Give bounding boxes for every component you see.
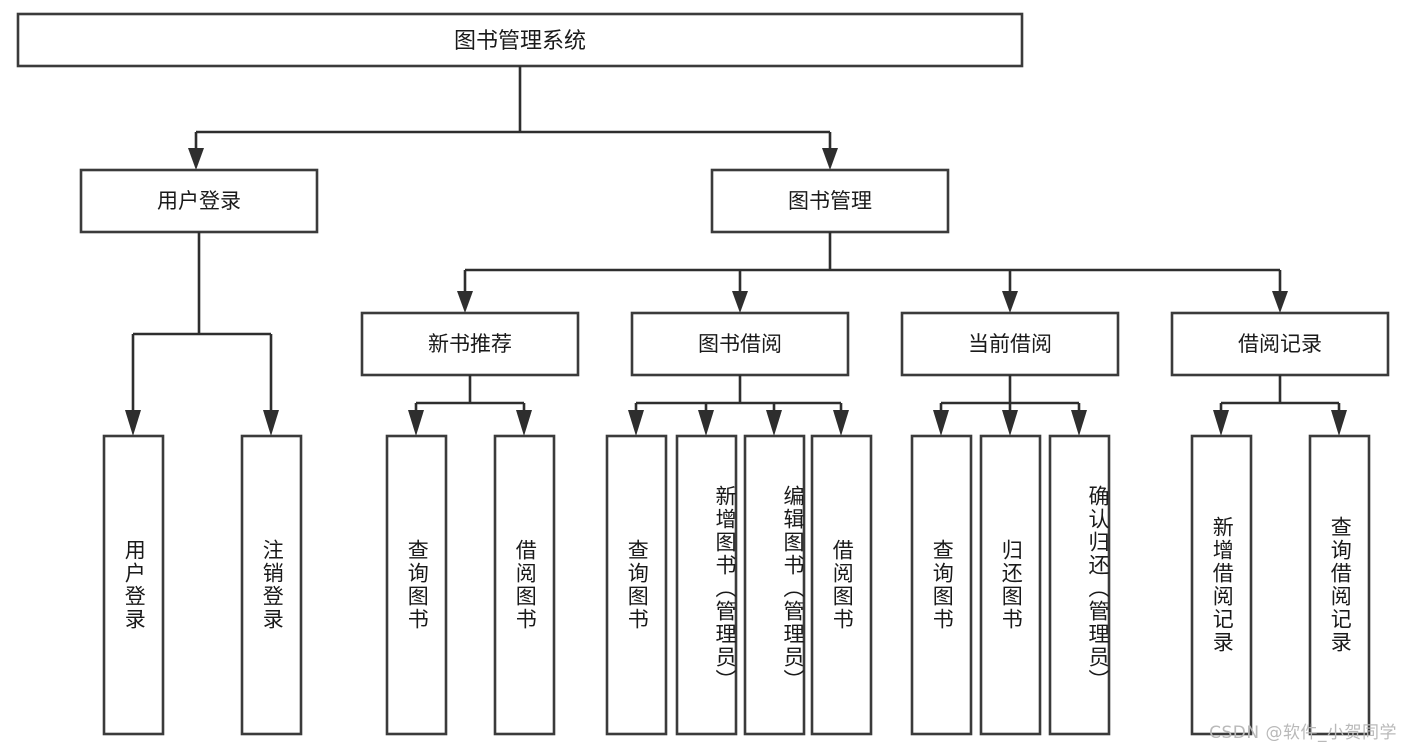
node-book-borrow-label: 图书借阅: [698, 332, 782, 356]
leaf-box-bb-query[interactable]: [605, 434, 668, 736]
node-current-borrow-label: 当前借阅: [968, 332, 1052, 356]
leaf-box-logout[interactable]: [240, 434, 303, 736]
arrowhead-rc1: [1213, 410, 1229, 436]
arrowhead-nb1: [408, 410, 424, 436]
arrowhead-user-login: [188, 148, 204, 170]
leaf-box-cb-confirm[interactable]: [1048, 434, 1111, 736]
arrowhead-cb2: [1002, 410, 1018, 436]
arrowhead-bb4: [833, 410, 849, 436]
arrowhead-leaf-logout: [263, 410, 279, 436]
arrowhead-cb1: [933, 410, 949, 436]
node-book-manage[interactable]: 图书管理: [710, 168, 950, 234]
node-current-borrow-box[interactable]: [900, 311, 1120, 377]
arrowhead-borrow: [732, 291, 748, 313]
arrowhead-current: [1002, 291, 1018, 313]
arrowhead-rc2: [1331, 410, 1347, 436]
node-book-borrow-box[interactable]: [630, 311, 850, 377]
node-book-borrow[interactable]: 图书借阅: [630, 311, 850, 377]
node-new-book-rec[interactable]: 新书推荐: [360, 311, 580, 377]
node-book-manage-box[interactable]: [710, 168, 950, 234]
leaf-box-bb-borrow[interactable]: [810, 434, 873, 736]
node-root[interactable]: 图书管理系统: [16, 12, 1024, 68]
node-current-borrow[interactable]: 当前借阅: [900, 311, 1120, 377]
arrowhead-record: [1272, 291, 1288, 313]
leaf-box-bb-edit[interactable]: [743, 434, 806, 736]
arrowhead-leaf-user-login: [125, 410, 141, 436]
arrowhead-bb3: [766, 410, 782, 436]
leaf-box-cb-return[interactable]: [979, 434, 1042, 736]
arrowhead-book-manage: [822, 148, 838, 170]
node-borrow-record-label: 借阅记录: [1238, 332, 1322, 356]
node-root-box[interactable]: [16, 12, 1024, 68]
arrowhead-newbook: [457, 291, 473, 313]
node-book-manage-label: 图书管理: [788, 189, 872, 213]
leaf-box-rc-query[interactable]: [1308, 434, 1371, 736]
arrowhead-bb2: [698, 410, 714, 436]
node-user-login[interactable]: 用户登录: [79, 168, 319, 234]
arrowhead-bb1: [628, 410, 644, 436]
watermark-text: CSDN @软件_小贺同学: [1209, 723, 1397, 743]
leaf-box-cb-query[interactable]: [910, 434, 973, 736]
node-borrow-record-box[interactable]: [1170, 311, 1390, 377]
node-new-book-rec-label: 新书推荐: [428, 332, 512, 356]
node-borrow-record[interactable]: 借阅记录: [1170, 311, 1390, 377]
leaf-box-nb-borrow[interactable]: [493, 434, 556, 736]
leaf-box-rc-add[interactable]: [1190, 434, 1253, 736]
node-root-label: 图书管理系统: [454, 29, 586, 54]
node-new-book-rec-box[interactable]: [360, 311, 580, 377]
arrowhead-cb3: [1071, 410, 1087, 436]
leaf-box-user-login[interactable]: [102, 434, 165, 736]
leaf-box-nb-query[interactable]: [385, 434, 448, 736]
leaf-box-bb-add[interactable]: [675, 434, 738, 736]
node-user-login-label: 用户登录: [157, 189, 241, 213]
arrowhead-nb2: [516, 410, 532, 436]
